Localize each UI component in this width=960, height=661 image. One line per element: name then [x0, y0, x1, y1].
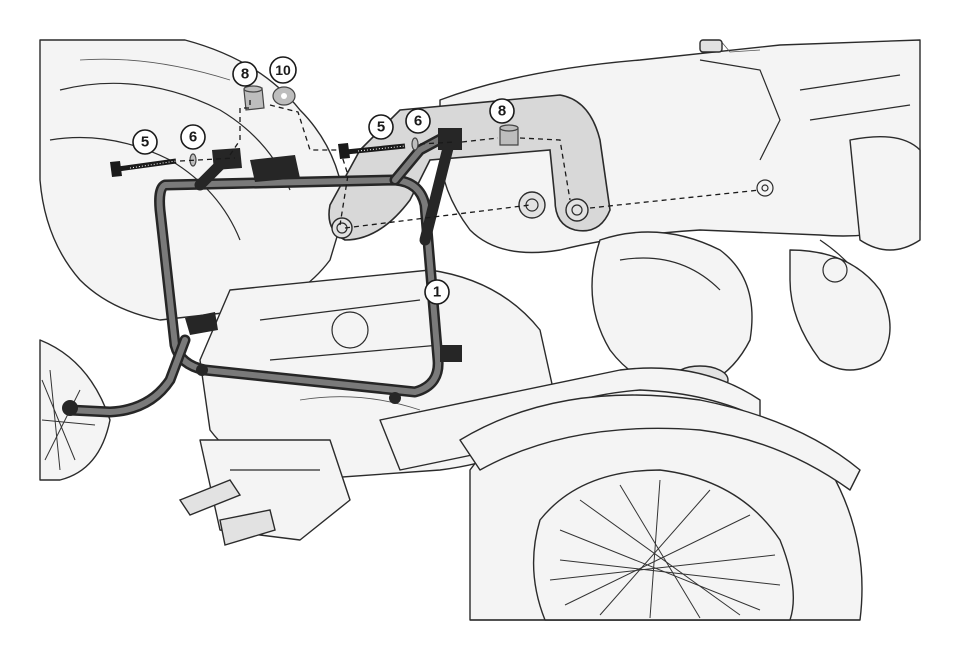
rear-shock	[789, 249, 891, 371]
hardware-right	[338, 124, 761, 229]
washer-right	[411, 137, 419, 151]
svg-text:6: 6	[189, 129, 197, 146]
svg-text:8: 8	[498, 103, 506, 120]
bolt-right	[345, 143, 406, 155]
rear-wheel-spokes	[549, 479, 781, 619]
exhaust-silencer	[591, 231, 753, 391]
callout-8-right: 8	[489, 98, 515, 124]
callout-5-left: 5	[132, 129, 158, 155]
hardware-left	[110, 85, 349, 226]
callout-1: 1	[424, 279, 450, 305]
callout-5-right: 5	[368, 114, 394, 140]
motorcycle-body	[39, 39, 921, 621]
svg-text:10: 10	[275, 62, 291, 78]
svg-text:8: 8	[241, 66, 249, 83]
rear-rim	[532, 469, 794, 621]
callout-6-right: 6	[405, 108, 431, 134]
svg-text:1: 1	[433, 284, 441, 301]
svg-text:5: 5	[377, 119, 385, 136]
callout-10: 10	[269, 56, 297, 84]
svg-text:6: 6	[414, 113, 422, 130]
svg-text:5: 5	[141, 134, 149, 151]
callout-6-left: 6	[180, 124, 206, 150]
callout-8-left: 8	[232, 61, 258, 87]
